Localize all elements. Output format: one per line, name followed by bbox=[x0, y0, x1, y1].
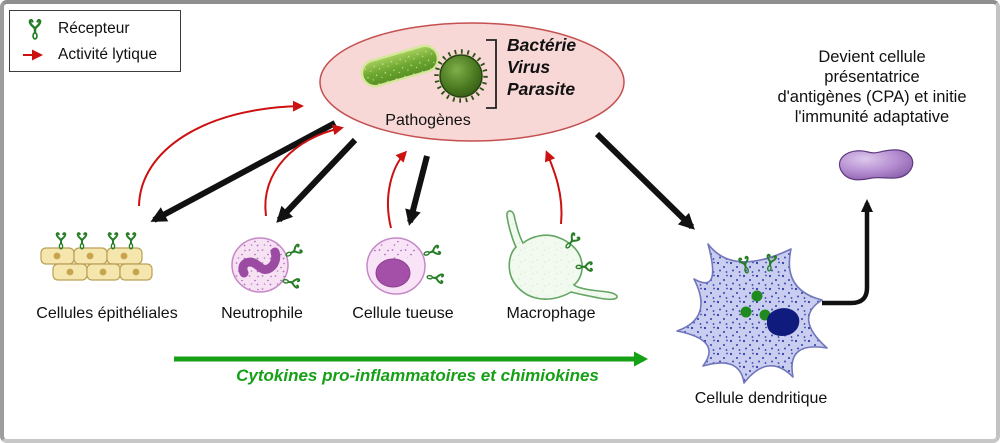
receptor-icon bbox=[421, 244, 442, 260]
arrow-dendritic-to-apc bbox=[822, 199, 873, 306]
red-arrow-icon bbox=[23, 49, 43, 61]
neutrophil-label: Neutrophile bbox=[221, 305, 303, 322]
receptor-icon bbox=[55, 232, 67, 250]
arrow-to-epithelial bbox=[150, 120, 337, 223]
receptor-icon bbox=[76, 232, 88, 250]
pathogen-type-parasite: Parasite bbox=[507, 79, 576, 99]
lytic-arrow-epithelial bbox=[138, 100, 304, 207]
lytic-arrows bbox=[138, 100, 563, 229]
dendritic-nucleus bbox=[766, 308, 800, 336]
macrophage-cell bbox=[506, 210, 618, 301]
phagocytosed-particles bbox=[740, 290, 771, 321]
bacterium-icon bbox=[360, 44, 440, 88]
apc-note-line: d'antigènes (CPA) et initie bbox=[777, 88, 967, 106]
legend-box: Récepteur Activité lytique bbox=[9, 10, 181, 72]
lytic-arrow-killer bbox=[387, 150, 408, 229]
macrophage-label: Macrophage bbox=[506, 305, 596, 322]
epithelial-cells bbox=[40, 232, 153, 281]
pathogen-type-virus: Virus bbox=[507, 57, 551, 77]
infection-arrows bbox=[150, 120, 695, 230]
apc-note-line: présentatrice bbox=[824, 68, 920, 86]
virus-icon bbox=[434, 49, 488, 103]
receptor-icon bbox=[107, 232, 119, 250]
arrow-to-killer-cell bbox=[405, 155, 430, 226]
pathogen-ellipse bbox=[319, 22, 625, 142]
receptor-icon bbox=[125, 232, 137, 250]
cytokines-label: Cytokines pro-inflammatoires et chimioki… bbox=[236, 366, 599, 385]
dendritic-label: Cellule dendritique bbox=[694, 390, 828, 407]
epithelial-label: Cellules épithéliales bbox=[36, 305, 178, 322]
apc-note-line: Devient cellule bbox=[818, 48, 926, 66]
pathogen-types: Bactérie Virus Parasite bbox=[507, 34, 576, 100]
apc-blob-icon bbox=[839, 149, 914, 181]
pathogen-bracket bbox=[486, 39, 497, 109]
receptor-icon bbox=[28, 18, 42, 40]
legend-lytic-label: Activité lytique bbox=[58, 46, 158, 63]
dendritic-cell bbox=[676, 243, 828, 384]
arrow-to-neutrophil bbox=[276, 137, 358, 223]
neutrophil-cell bbox=[231, 237, 304, 293]
apc-note-line: l'immunité adaptative bbox=[794, 108, 950, 126]
legend-lytic-row: Activité lytique bbox=[20, 46, 180, 64]
lytic-arrow-macrophage bbox=[544, 150, 563, 225]
receptor-icon bbox=[425, 271, 445, 285]
pathogens-label: Pathogènes bbox=[385, 112, 471, 129]
arrow-to-dendritic bbox=[594, 131, 695, 230]
pathogen-type-bacteria: Bactérie bbox=[507, 35, 577, 55]
killer-cell bbox=[366, 237, 445, 295]
neutrophil-nucleus bbox=[238, 247, 281, 278]
legend-receptor-row: Récepteur bbox=[20, 18, 180, 40]
lytic-arrow-neutrophil bbox=[264, 124, 344, 217]
legend-receptor-label: Récepteur bbox=[58, 20, 130, 37]
killer-nucleus bbox=[375, 258, 411, 288]
apc-note: Devient cellule présentatrice d'antigène… bbox=[752, 47, 992, 127]
killer-cell-label: Cellule tueuse bbox=[352, 305, 454, 322]
